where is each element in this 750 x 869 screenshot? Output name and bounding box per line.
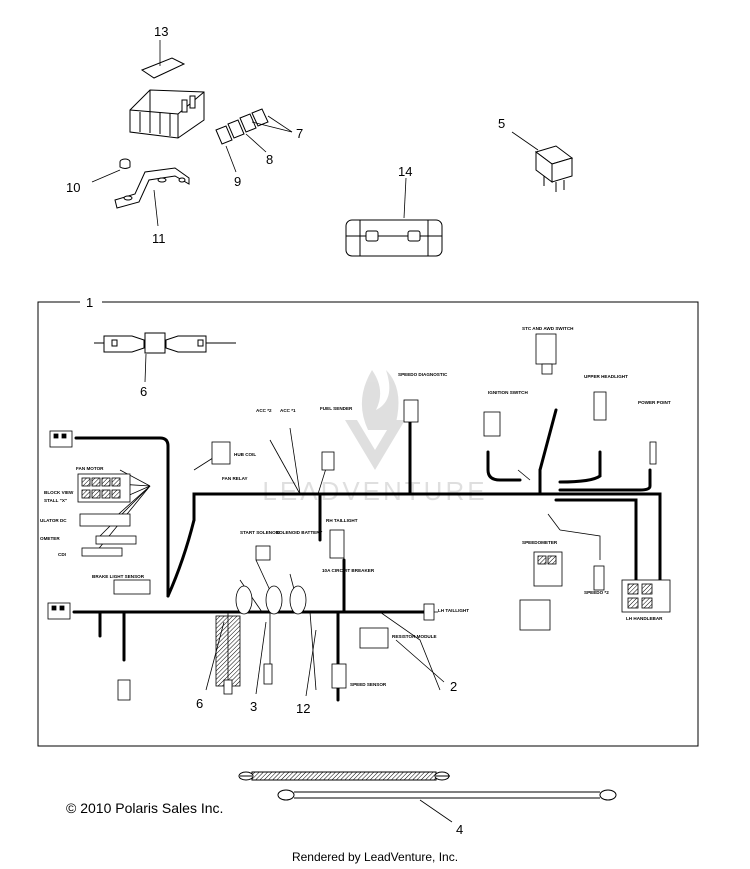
callout-1: 1 bbox=[86, 295, 93, 310]
label-acc2: ACC *2 bbox=[256, 408, 272, 413]
callout-13: 13 bbox=[154, 24, 168, 39]
ferrite-part bbox=[345, 219, 443, 257]
label-regulator: ULATOR DC bbox=[40, 518, 67, 523]
callout-1-gap bbox=[80, 298, 102, 306]
callout-9: 9 bbox=[234, 174, 241, 189]
label-acc1: ACC *1 bbox=[280, 408, 296, 413]
callout-6-top: 6 bbox=[140, 384, 147, 399]
harness-wires bbox=[72, 408, 662, 702]
callout-2: 2 bbox=[450, 679, 457, 694]
callout-5: 5 bbox=[498, 116, 505, 131]
callout-7: 7 bbox=[296, 126, 303, 141]
label-ometer: OMETER bbox=[40, 536, 60, 541]
label-lh-handlebar: LH HANDLEBAR bbox=[626, 616, 663, 621]
label-stc-switch: STC AND AWD SWITCH bbox=[522, 326, 574, 331]
label-fan-motor: FAN MOTOR bbox=[76, 466, 104, 471]
callout-14: 14 bbox=[398, 164, 412, 179]
callout-8: 8 bbox=[266, 152, 273, 167]
callout-10: 10 bbox=[66, 180, 80, 195]
label-start-solenoid: START SOLENOID bbox=[240, 530, 281, 535]
relay-part bbox=[534, 145, 574, 192]
label-circuit-breaker: 10A CIRCUIT BREAKER bbox=[322, 568, 375, 573]
watermark-text: LEADVENTURE bbox=[262, 476, 487, 506]
connector-6-part bbox=[94, 332, 236, 354]
connector-blocks bbox=[47, 333, 671, 701]
label-rh-taillight: RH TAILLIGHT bbox=[326, 518, 358, 523]
label-solenoid-battery: SOLENOID BATTERY bbox=[276, 530, 322, 535]
label-speedometer: SPEEDOMETER bbox=[522, 540, 558, 545]
callout-4: 4 bbox=[456, 822, 463, 837]
label-hub-coil: HUB COIL bbox=[234, 452, 256, 457]
leader-lines bbox=[205, 621, 445, 697]
harness-thin-wires bbox=[95, 427, 601, 691]
connector-labels: STC AND AWD SWITCH SPEEDO DIAGNOSTIC IGN… bbox=[40, 326, 671, 687]
label-speed-sensor: SPEED SENSOR bbox=[350, 682, 387, 687]
label-lh-taillight: LH TAILLIGHT bbox=[438, 608, 469, 613]
label-block-view-stall: STALL "X" bbox=[44, 498, 67, 503]
callout-3: 3 bbox=[250, 699, 257, 714]
callout-numbers: 13 7 8 9 10 11 5 14 1 6 6 3 12 2 4 bbox=[66, 24, 505, 837]
label-upper-headlight: UPPER HEADLIGHT bbox=[584, 374, 628, 379]
label-cdi: CDI bbox=[58, 552, 66, 557]
label-speedo-diagnostic: SPEEDO DIAGNOSTIC bbox=[398, 372, 448, 377]
callout-6-bottom: 6 bbox=[196, 696, 203, 711]
fuse-box-part bbox=[129, 57, 205, 139]
label-ignition-switch: IGNITION SWITCH bbox=[488, 390, 528, 395]
harness-frame bbox=[37, 301, 699, 747]
label-fuel-sender: FUEL SENDER bbox=[320, 406, 353, 411]
watermark-logo: LEADVENTURE bbox=[262, 370, 487, 506]
label-resistor-module: RESISTOR MODULE bbox=[392, 634, 437, 639]
copyright-text: © 2010 Polaris Sales Inc. bbox=[66, 800, 224, 816]
rendered-by-text: Rendered by LeadVenture, Inc. bbox=[291, 850, 459, 864]
label-brake-light-sensor: BRAKE LIGHT SENSOR bbox=[92, 574, 145, 579]
callout-11: 11 bbox=[152, 231, 166, 246]
label-fan-relay: FAN RELAY bbox=[222, 476, 248, 481]
battery-cables-part bbox=[238, 771, 617, 801]
label-speedo2: SPEEDO *2 bbox=[584, 590, 609, 595]
bracket-part bbox=[114, 158, 190, 209]
label-power-point: POWER POINT bbox=[638, 400, 671, 405]
callout-12: 12 bbox=[296, 701, 310, 716]
label-block-view: BLOCK VIEW bbox=[44, 490, 74, 495]
fuses-part bbox=[215, 108, 269, 145]
